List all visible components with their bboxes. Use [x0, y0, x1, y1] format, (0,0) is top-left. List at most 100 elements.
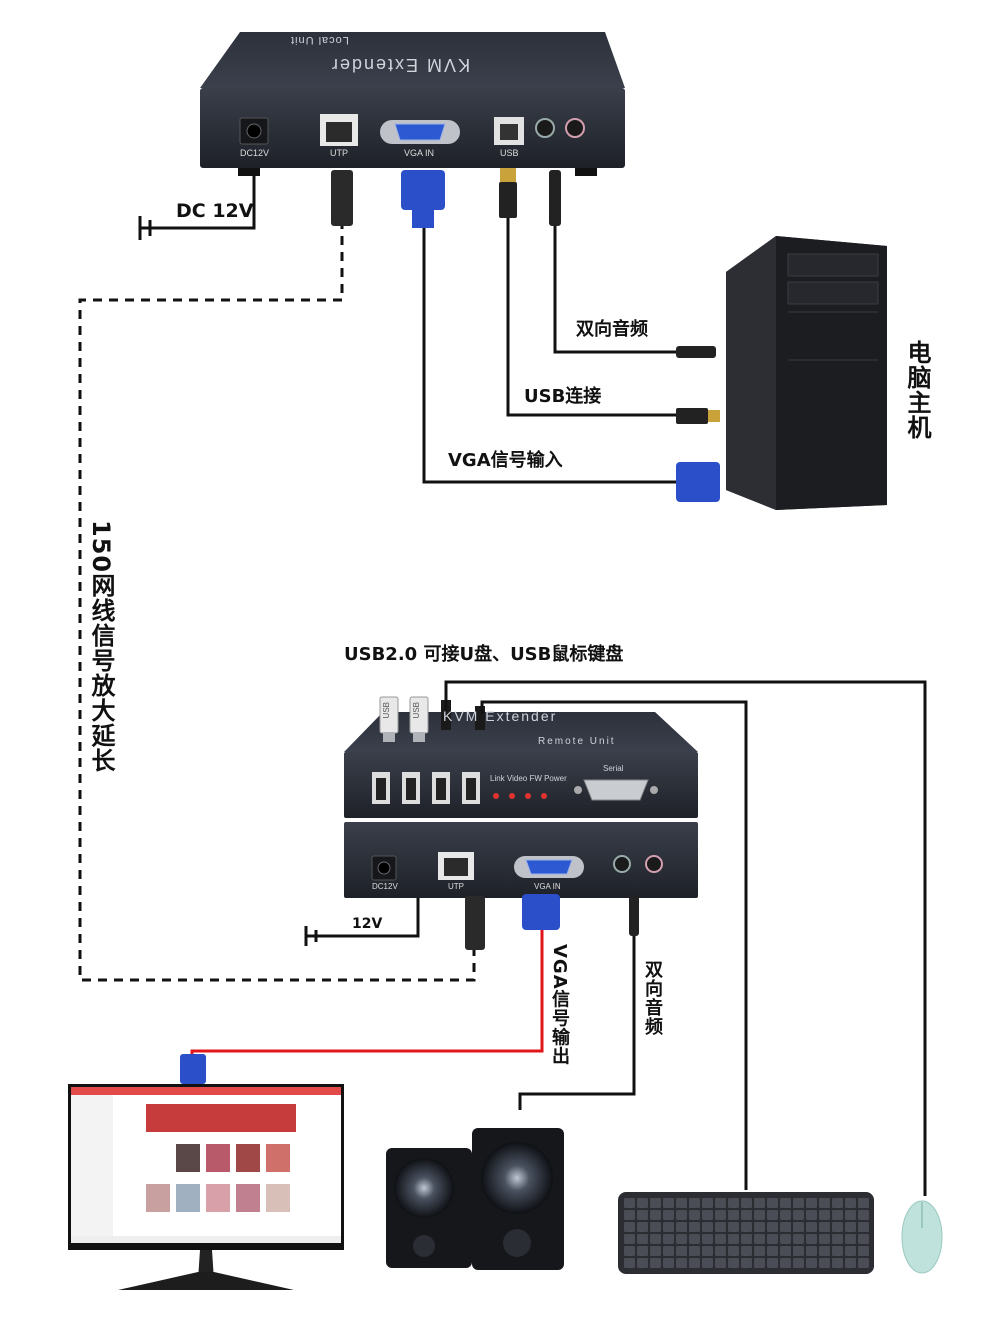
monitor-icon	[68, 1084, 344, 1290]
keyboard-key	[689, 1210, 700, 1220]
keyboard-key	[715, 1258, 726, 1268]
keyboard-key	[637, 1222, 648, 1232]
keyboard-key	[715, 1222, 726, 1232]
keyboard-key	[702, 1222, 713, 1232]
keyboard-key	[793, 1258, 804, 1268]
keyboard-key	[819, 1258, 830, 1268]
keyboard-key	[845, 1222, 856, 1232]
speaker-jack-icon	[535, 118, 555, 138]
keyboard-key	[663, 1222, 674, 1232]
audio-pc-label: 双向音频	[576, 319, 648, 340]
keyboard-key	[780, 1234, 791, 1244]
keyboard-key	[624, 1210, 635, 1220]
connectors	[180, 168, 720, 1084]
keyboard-key	[832, 1234, 843, 1244]
usb-connect-label: USB连接	[524, 386, 602, 407]
usb-a-ports-icon	[372, 772, 480, 804]
keyboard-key	[819, 1246, 830, 1256]
keyboard-key	[702, 1210, 713, 1220]
desktop-tower-icon	[726, 236, 887, 510]
keyboard-key	[624, 1198, 635, 1208]
remote-unit	[344, 696, 698, 818]
dc-12v-label: DC 12V	[176, 200, 254, 222]
local-unit	[200, 32, 625, 176]
keyboard-key	[832, 1246, 843, 1256]
keyboard-key	[793, 1222, 804, 1232]
speakers-icon	[386, 1128, 564, 1270]
keyboard-key	[650, 1222, 661, 1232]
keyboard-key	[780, 1222, 791, 1232]
keyboard-key	[702, 1198, 713, 1208]
keyboard-key	[767, 1258, 778, 1268]
keyboard-key	[689, 1246, 700, 1256]
port-label-utp: UTP	[330, 148, 348, 158]
keyboard-key	[845, 1258, 856, 1268]
keyboard-key	[663, 1210, 674, 1220]
keyboard-key	[754, 1258, 765, 1268]
keyboard-key	[806, 1234, 817, 1244]
keyboard-key	[741, 1246, 752, 1256]
keyboard-key	[858, 1258, 869, 1268]
keyboard-key	[780, 1198, 791, 1208]
keyboard-key	[845, 1234, 856, 1244]
keyboard-key	[741, 1222, 752, 1232]
keyboard-key	[832, 1198, 843, 1208]
usb-stick-label-1: USB	[382, 702, 391, 719]
keyboard-key	[676, 1246, 687, 1256]
keyboard-key	[741, 1210, 752, 1220]
keyboard-key	[663, 1258, 674, 1268]
keyboard-key	[689, 1258, 700, 1268]
keyboard-key	[676, 1234, 687, 1244]
keyboard-key	[624, 1258, 635, 1268]
mic-jack-icon	[565, 118, 585, 138]
keyboard-key	[650, 1246, 661, 1256]
computer-label: 电脑主机	[903, 340, 931, 440]
keyboard-key	[767, 1198, 778, 1208]
keyboard-key	[845, 1246, 856, 1256]
audio-remote-label: 双向音频	[642, 960, 663, 1036]
keyboard-key	[806, 1210, 817, 1220]
keyboard-key	[676, 1222, 687, 1232]
keyboard-key	[728, 1258, 739, 1268]
keyboard-key	[754, 1210, 765, 1220]
keyboard-key	[663, 1234, 674, 1244]
keyboard-key	[676, 1198, 687, 1208]
keyboard-key	[858, 1198, 869, 1208]
remote-unit-title: KVM Extender	[443, 708, 558, 724]
keyboard-key	[793, 1246, 804, 1256]
usb20-label: USB2.0 可接U盘、USB鼠标键盘	[344, 644, 624, 665]
remote-front-led-labels: Link Video FW Power	[490, 774, 567, 783]
keyboard-key	[806, 1198, 817, 1208]
keyboard-key	[637, 1258, 648, 1268]
remote-port-label-utp: UTP	[448, 882, 464, 891]
keyboard-key	[715, 1210, 726, 1220]
keyboard-key	[715, 1198, 726, 1208]
keyboard-key	[637, 1234, 648, 1244]
keyboard-key	[858, 1210, 869, 1220]
keyboard-key	[728, 1198, 739, 1208]
keyboard-key	[689, 1198, 700, 1208]
keyboard-key	[728, 1210, 739, 1220]
keyboard-key	[663, 1246, 674, 1256]
keyboard-key	[650, 1258, 661, 1268]
port-label-vga-in: VGA IN	[404, 148, 435, 158]
keyboard-key	[702, 1234, 713, 1244]
usb-stick-label-2: USB	[412, 702, 421, 719]
keyboard-key	[728, 1246, 739, 1256]
keyboard-key	[832, 1258, 843, 1268]
keyboard-key	[780, 1246, 791, 1256]
keyboard-key	[676, 1258, 687, 1268]
mouse-icon	[901, 1200, 943, 1274]
keyboard-key	[689, 1234, 700, 1244]
serial-port-icon	[583, 779, 649, 801]
keyboard-key	[819, 1222, 830, 1232]
keyboard-key	[728, 1234, 739, 1244]
keyboard-key	[819, 1210, 830, 1220]
keyboard-key	[624, 1234, 635, 1244]
keyboard-key	[858, 1234, 869, 1244]
keyboard-key	[780, 1258, 791, 1268]
keyboard-key	[728, 1222, 739, 1232]
keyboard-key	[767, 1246, 778, 1256]
remote-unit-back	[344, 822, 698, 898]
